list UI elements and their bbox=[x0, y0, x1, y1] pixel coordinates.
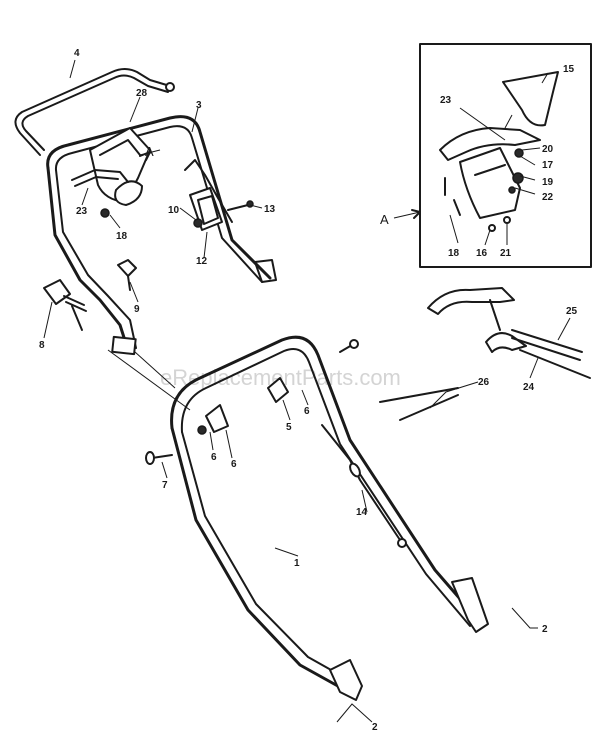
callout-9: 9 bbox=[134, 304, 140, 315]
right-levers bbox=[379, 287, 591, 421]
callout-22: 22 bbox=[542, 192, 554, 203]
carriage-bolt bbox=[117, 259, 137, 291]
callout-17: 17 bbox=[542, 160, 554, 171]
callout-19: 19 bbox=[542, 177, 554, 188]
callout-20: 20 bbox=[542, 144, 554, 155]
callout-3: 3 bbox=[196, 100, 202, 111]
callout-12: 12 bbox=[196, 256, 208, 267]
lower-handle bbox=[170, 335, 489, 701]
callout-5: 5 bbox=[286, 422, 292, 433]
callout-1: 1 bbox=[294, 558, 300, 569]
bolt-part-7 bbox=[145, 451, 173, 465]
callout-6-mid: 6 bbox=[231, 459, 237, 470]
callout-A-inset: A bbox=[380, 212, 389, 227]
callout-14: 14 bbox=[356, 507, 368, 518]
leader-lines bbox=[43, 59, 571, 723]
callout-18-inset: 18 bbox=[448, 248, 460, 259]
callout-28: 28 bbox=[136, 88, 148, 99]
bracket-part-5 bbox=[267, 377, 289, 403]
callout-13: 13 bbox=[264, 204, 276, 215]
callout-16: 16 bbox=[476, 248, 488, 259]
callout-6-right: 6 bbox=[304, 406, 310, 417]
callout-7: 7 bbox=[162, 480, 168, 491]
callout-15: 15 bbox=[563, 64, 575, 75]
handle-knob bbox=[43, 279, 87, 331]
callout-26: 26 bbox=[478, 377, 490, 388]
callout-10: 10 bbox=[168, 205, 180, 216]
callout-2-bottom: 2 bbox=[372, 722, 378, 733]
connector-line-2 bbox=[134, 351, 176, 389]
bolt-top-right bbox=[339, 339, 359, 353]
callout-23-inset: 23 bbox=[440, 95, 452, 106]
arrow-markers bbox=[139, 151, 421, 219]
upper-handle bbox=[46, 115, 277, 356]
callout-21: 21 bbox=[500, 248, 512, 259]
callout-2-right: 2 bbox=[542, 624, 548, 635]
control-housing bbox=[89, 127, 151, 206]
lever-assembly bbox=[71, 169, 129, 218]
callout-24: 24 bbox=[523, 382, 535, 393]
callout-25: 25 bbox=[566, 306, 578, 317]
callout-18: 18 bbox=[116, 231, 128, 242]
control-bail bbox=[14, 68, 175, 156]
callout-4: 4 bbox=[74, 48, 80, 59]
callout-23: 23 bbox=[76, 206, 88, 217]
callout-6-left: 6 bbox=[211, 452, 217, 463]
cable-14 bbox=[321, 424, 407, 548]
cable-bracket bbox=[184, 159, 254, 231]
callout-8: 8 bbox=[39, 340, 45, 351]
detail-a-inset bbox=[419, 43, 592, 268]
bracket-part-6 bbox=[197, 404, 229, 435]
